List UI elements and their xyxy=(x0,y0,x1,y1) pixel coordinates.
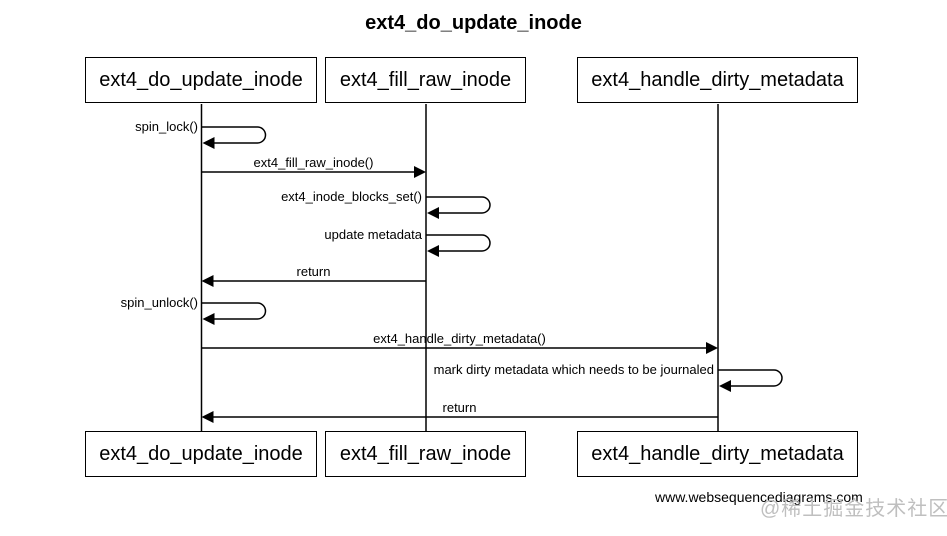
participant-label: ext4_fill_raw_inode xyxy=(339,68,512,91)
participant-top-ext4-handle-dirty-metadata: ext4_handle_dirty_metadata xyxy=(577,57,858,103)
arrowhead-spin-lock xyxy=(202,137,215,149)
message-label-ext4-fill-raw-inode-call: ext4_fill_raw_inode() xyxy=(253,155,374,170)
self-arrow-mark-dirty-metadata xyxy=(718,369,783,387)
participant-top-ext4-fill-raw-inode: ext4_fill_raw_inode xyxy=(325,57,526,103)
juejin-watermark: @稀土掘金技术社区 xyxy=(760,498,947,520)
message-label-mark-dirty-metadata: mark dirty metadata which needs to be jo… xyxy=(433,362,714,377)
self-arrow-spin-lock xyxy=(201,126,267,144)
participant-label: ext4_do_update_inode xyxy=(99,442,303,465)
participant-label: ext4_fill_raw_inode xyxy=(339,442,512,465)
participant-label: ext4_handle_dirty_metadata xyxy=(591,442,844,465)
arrowhead-handle-dirty-metadata-call xyxy=(706,342,718,354)
arrowhead-update-metadata xyxy=(427,245,439,257)
participant-bottom-ext4-do-update-inode: ext4_do_update_inode xyxy=(85,431,317,477)
message-label-ext4-inode-blocks-set: ext4_inode_blocks_set() xyxy=(281,189,422,204)
self-arrow-update-metadata xyxy=(426,234,491,252)
message-label-spin-unlock: spin_unlock() xyxy=(120,295,198,310)
message-label-return-fill-raw-inode: return xyxy=(296,264,331,279)
arrowhead-fill-raw-inode-call xyxy=(414,166,426,178)
message-label-spin-lock: spin_lock() xyxy=(135,119,198,134)
self-arrow-ext4-inode-blocks-set xyxy=(426,196,491,214)
websequencediagrams-credit: www.websequencediagrams.com xyxy=(655,489,863,505)
participant-label: ext4_handle_dirty_metadata xyxy=(591,68,844,91)
participant-label: ext4_do_update_inode xyxy=(99,68,303,91)
message-label-return-handle-dirty-metadata: return xyxy=(442,400,477,415)
arrowhead-inode-blocks-set xyxy=(427,207,439,219)
message-label-update-metadata: update metadata xyxy=(324,227,422,242)
participant-top-ext4-do-update-inode: ext4_do_update_inode xyxy=(85,57,317,103)
arrowhead-return-handle-dirty-metadata xyxy=(201,411,214,423)
diagram-title: ext4_do_update_inode xyxy=(365,12,582,34)
self-arrow-spin-unlock xyxy=(201,302,267,320)
arrowhead-mark-dirty-metadata xyxy=(719,380,731,392)
message-label-ext4-handle-dirty-metadata-call: ext4_handle_dirty_metadata() xyxy=(373,331,546,346)
arrowhead-return-fill-raw-inode xyxy=(201,275,214,287)
arrowhead-spin-unlock xyxy=(202,313,215,325)
participant-bottom-ext4-fill-raw-inode: ext4_fill_raw_inode xyxy=(325,431,526,477)
participant-bottom-ext4-handle-dirty-metadata: ext4_handle_dirty_metadata xyxy=(577,431,858,477)
